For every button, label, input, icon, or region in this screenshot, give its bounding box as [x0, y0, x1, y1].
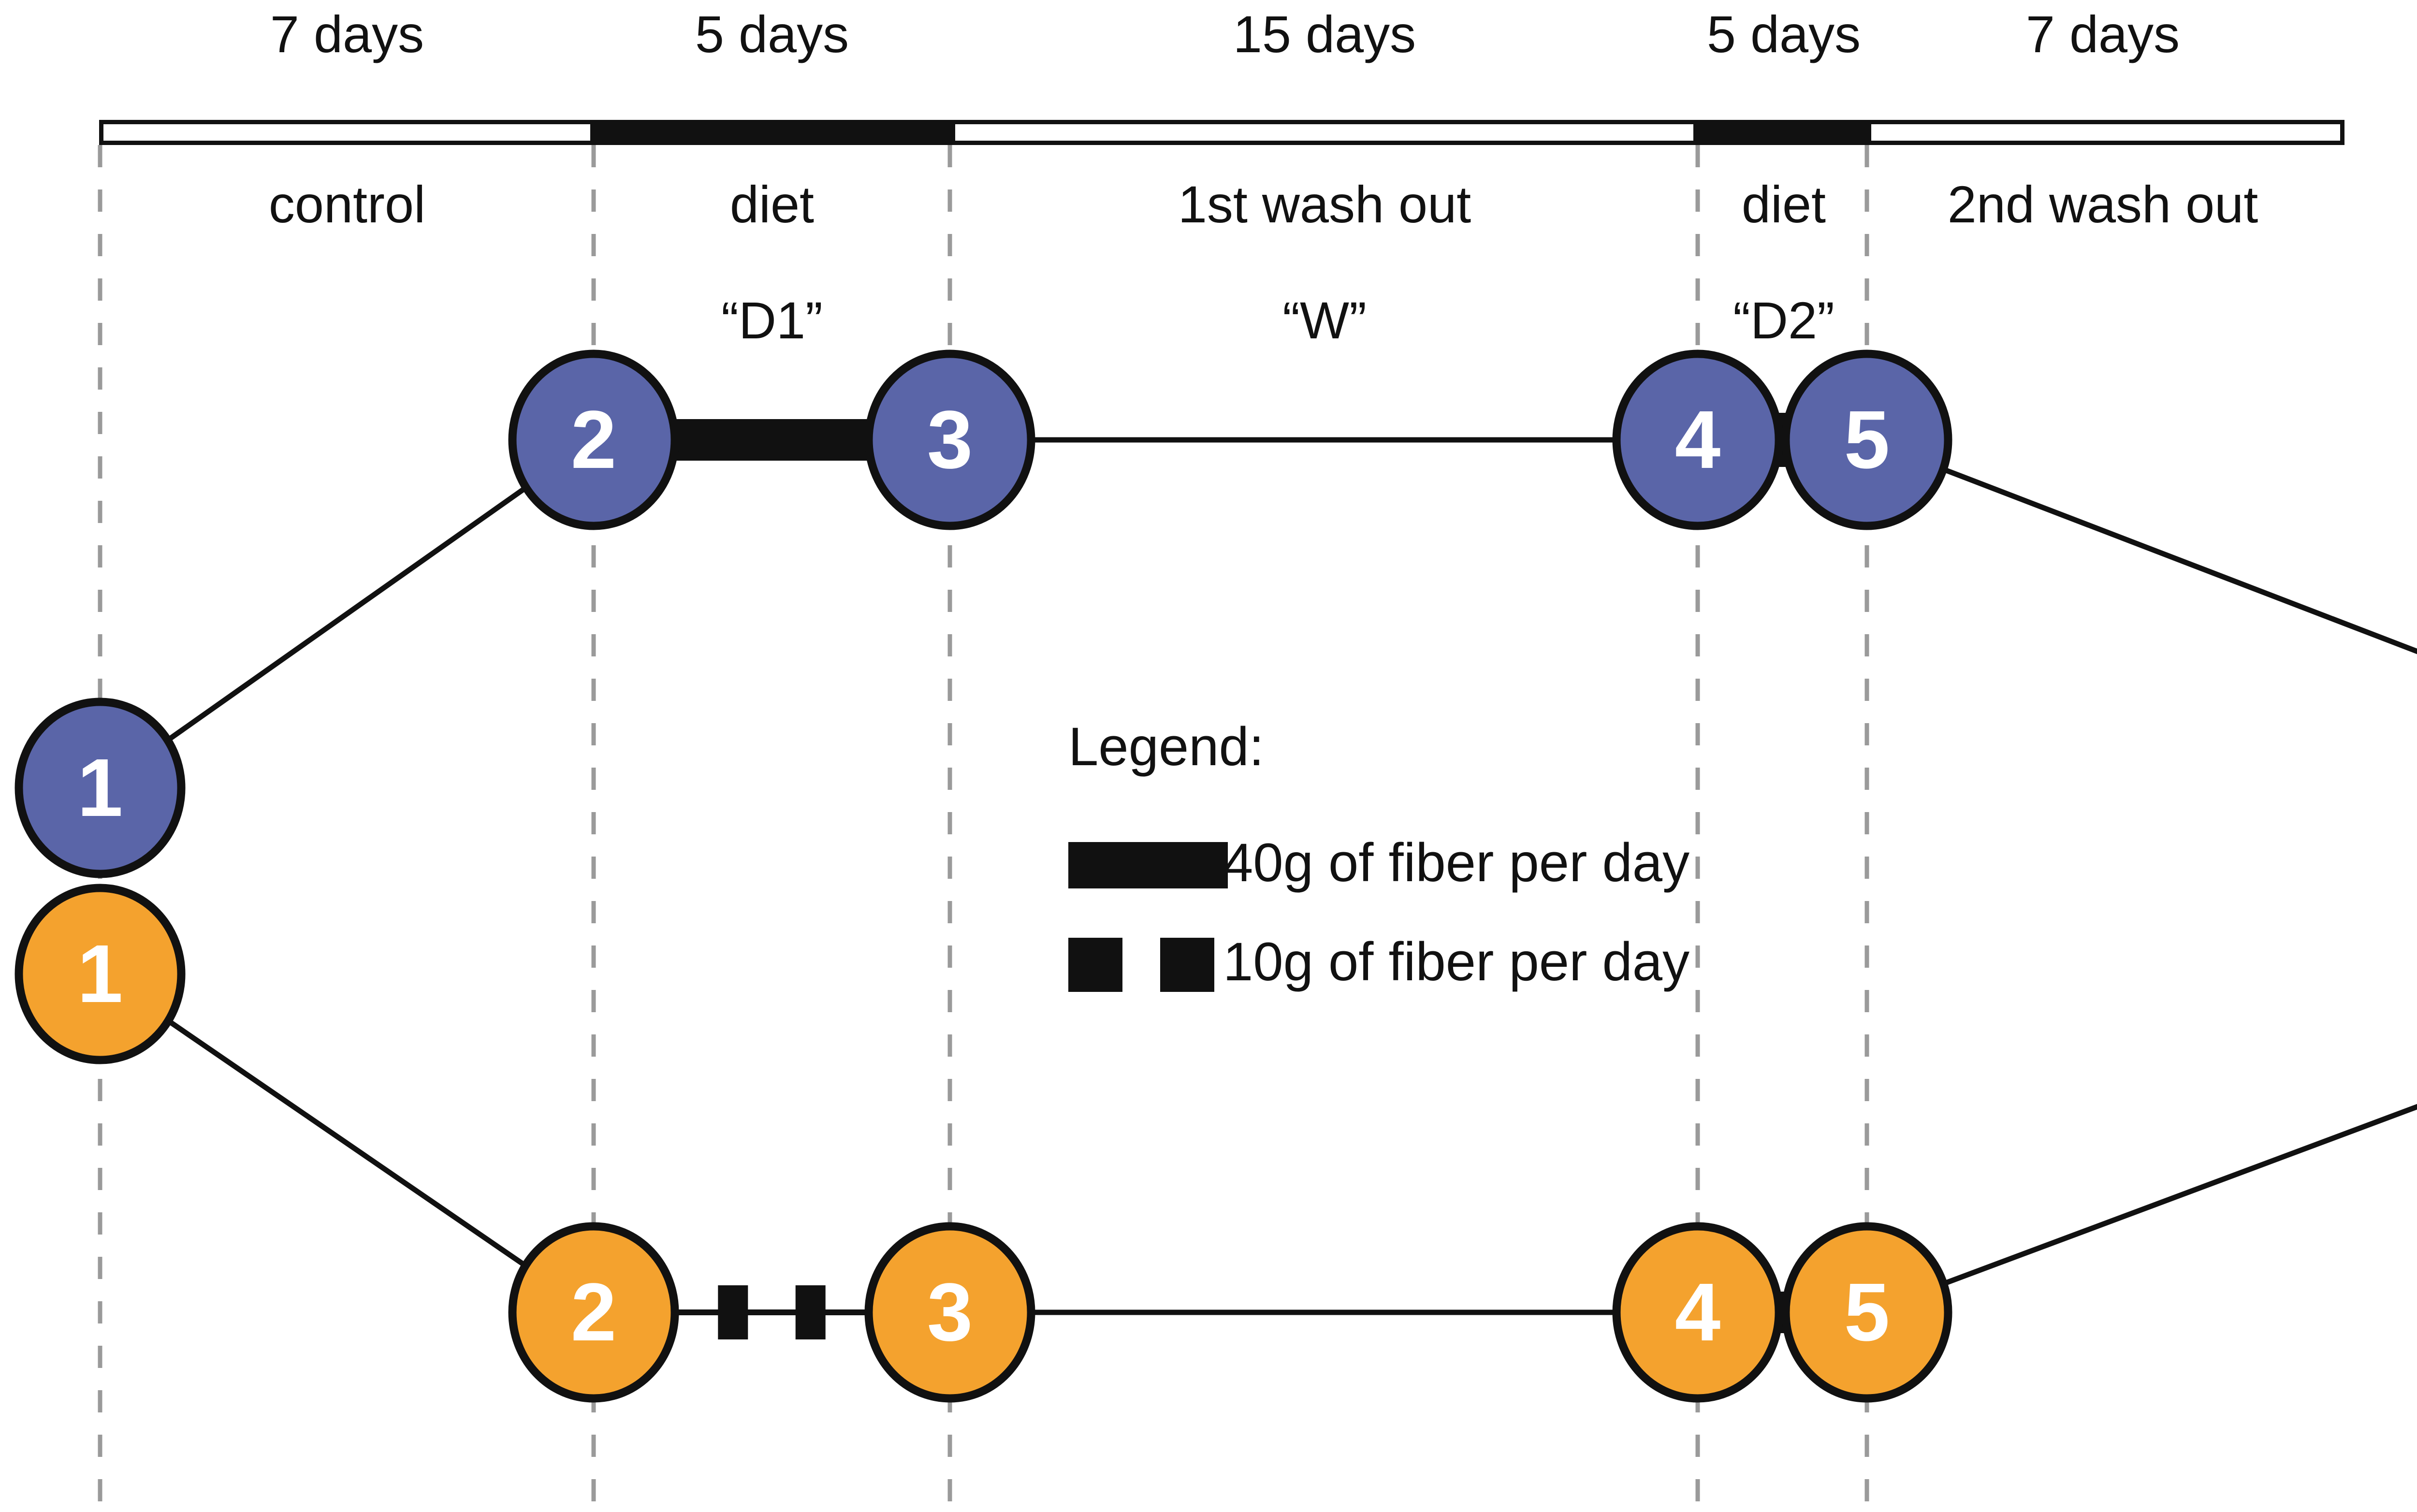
- link-arm-high-first-1-2-thin: [166, 485, 528, 742]
- duration-label-d3: 15 days: [1233, 5, 1416, 63]
- visit-node-arm-low-first-5[interactable]: [1781, 1222, 1952, 1403]
- legend-swatches: [1068, 842, 1228, 992]
- visit-node-arm-high-first-1[interactable]: [15, 698, 186, 878]
- visit-node-arm-low-first-2[interactable]: [508, 1222, 679, 1403]
- legend-item-low-fiber-label: 10g of fiber per day: [1223, 931, 1690, 992]
- duration-label-d5: 7 days: [2025, 5, 2180, 63]
- timeline-segment-seg-control: [103, 124, 590, 141]
- duration-label-d4: 5 days: [1706, 5, 1861, 63]
- phase-code-phase-washout-1: “W”: [1282, 291, 1367, 349]
- phase-code-phase-diet-2: “D2”: [1733, 291, 1835, 349]
- visit-node-arm-high-first-5[interactable]: [1781, 349, 1952, 530]
- phase-label-phase-washout-2: 2nd wash out: [1947, 175, 2258, 233]
- legend-title: Legend:: [1068, 716, 1264, 777]
- link-arm-high-first-5-6-thin: [1942, 466, 2417, 654]
- timeline-segment-seg-washout-1: [955, 124, 1693, 141]
- legend-swatch-low-fiber-b: [1160, 938, 1214, 992]
- duration-label-d2: 5 days: [695, 5, 849, 63]
- phase-gridlines: [98, 145, 1869, 1512]
- phase-label-phase-control: control: [268, 175, 426, 233]
- link-arm-low-first-2-3-low-fiber-block-1: [795, 1285, 826, 1339]
- visit-nodes: [15, 349, 1952, 1403]
- legend-swatch-low-fiber-a: [1068, 938, 1122, 992]
- legend-item-high-fiber-label: 40g of fiber per day: [1223, 832, 1690, 893]
- link-arm-low-first-1-2-thin: [166, 1018, 527, 1268]
- link-arm-low-first-5-6-thin: [1942, 1104, 2417, 1286]
- link-arm-low-first-2-3-low-fiber-block-0: [718, 1285, 748, 1339]
- phase-label-phase-washout-1: 1st wash out: [1178, 175, 1471, 233]
- timeline-segment-seg-washout-2: [1871, 124, 2340, 141]
- phase-code-phase-diet-1: “D1”: [721, 291, 823, 349]
- visit-node-arm-high-first-2[interactable]: [508, 349, 679, 530]
- visit-node-arm-low-first-4[interactable]: [1612, 1222, 1783, 1403]
- phase-label-phase-diet-2: diet: [1741, 175, 1826, 233]
- visit-node-arm-high-first-4[interactable]: [1612, 349, 1783, 530]
- visit-node-arm-low-first-1[interactable]: [15, 884, 186, 1064]
- duration-label-d1: 7 days: [270, 5, 424, 63]
- phase-label-phase-diet-1: diet: [729, 175, 815, 233]
- timeline-bar: [99, 120, 2344, 145]
- legend-swatch-high-fiber: [1068, 842, 1228, 888]
- visit-node-arm-high-first-3[interactable]: [864, 349, 1035, 530]
- visit-node-arm-low-first-3[interactable]: [864, 1222, 1035, 1403]
